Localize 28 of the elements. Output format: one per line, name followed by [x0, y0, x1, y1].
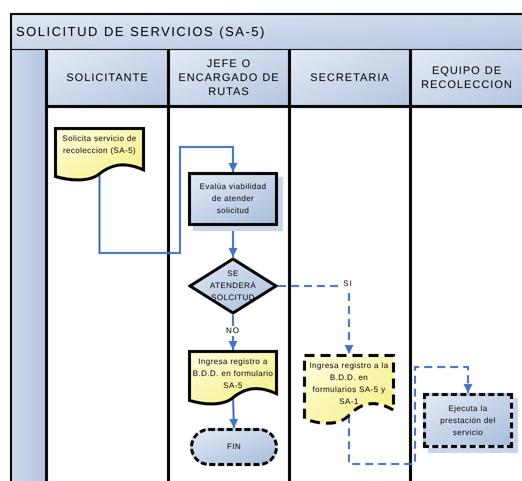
node-text: FIN — [226, 441, 242, 453]
arrow — [229, 398, 238, 428]
node-text: Ejecuta la prestación del servicio — [439, 402, 497, 438]
arrow — [228, 315, 238, 350]
document-shape — [54, 127, 145, 182]
lane-title: JEFE O ENCARGADO DE RUTAS — [177, 56, 281, 98]
lane-title: EQUIPO DE RECOLECCION — [420, 64, 514, 92]
arrow — [98, 146, 238, 254]
terminator-shape — [190, 428, 278, 466]
node-text: Ingresa registro a la B.D.D. en formularios SA-5 y SA-1 — [308, 360, 390, 408]
decision-diamond — [188, 257, 278, 315]
arrow — [348, 366, 472, 465]
lane-title: SECRETARIA — [310, 70, 390, 84]
document-shape — [303, 354, 395, 426]
swimlane — [167, 50, 288, 481]
arrow — [278, 285, 354, 354]
edge-label: SI — [342, 279, 354, 289]
node-text: Evalúa viabilidad de atender solicitud — [198, 181, 268, 217]
swimlane — [409, 50, 522, 481]
edge-label: NO — [225, 326, 241, 336]
swimlane — [288, 50, 409, 481]
diagram-title: SOLICITUD DE SERVICIOS (SA-5) — [16, 23, 266, 42]
lane-title: SOLICITANTE — [66, 70, 149, 84]
swimlane — [45, 50, 167, 481]
document-shape — [188, 350, 278, 406]
node-text: SE ATENDERÁ SOLCITUD — [208, 268, 258, 304]
node-text: Ingresa registro a B.D.D. en formulario SA-5 — [192, 356, 274, 392]
node-text: Solicita servicio de recoleccion (SA-5) — [61, 133, 138, 157]
